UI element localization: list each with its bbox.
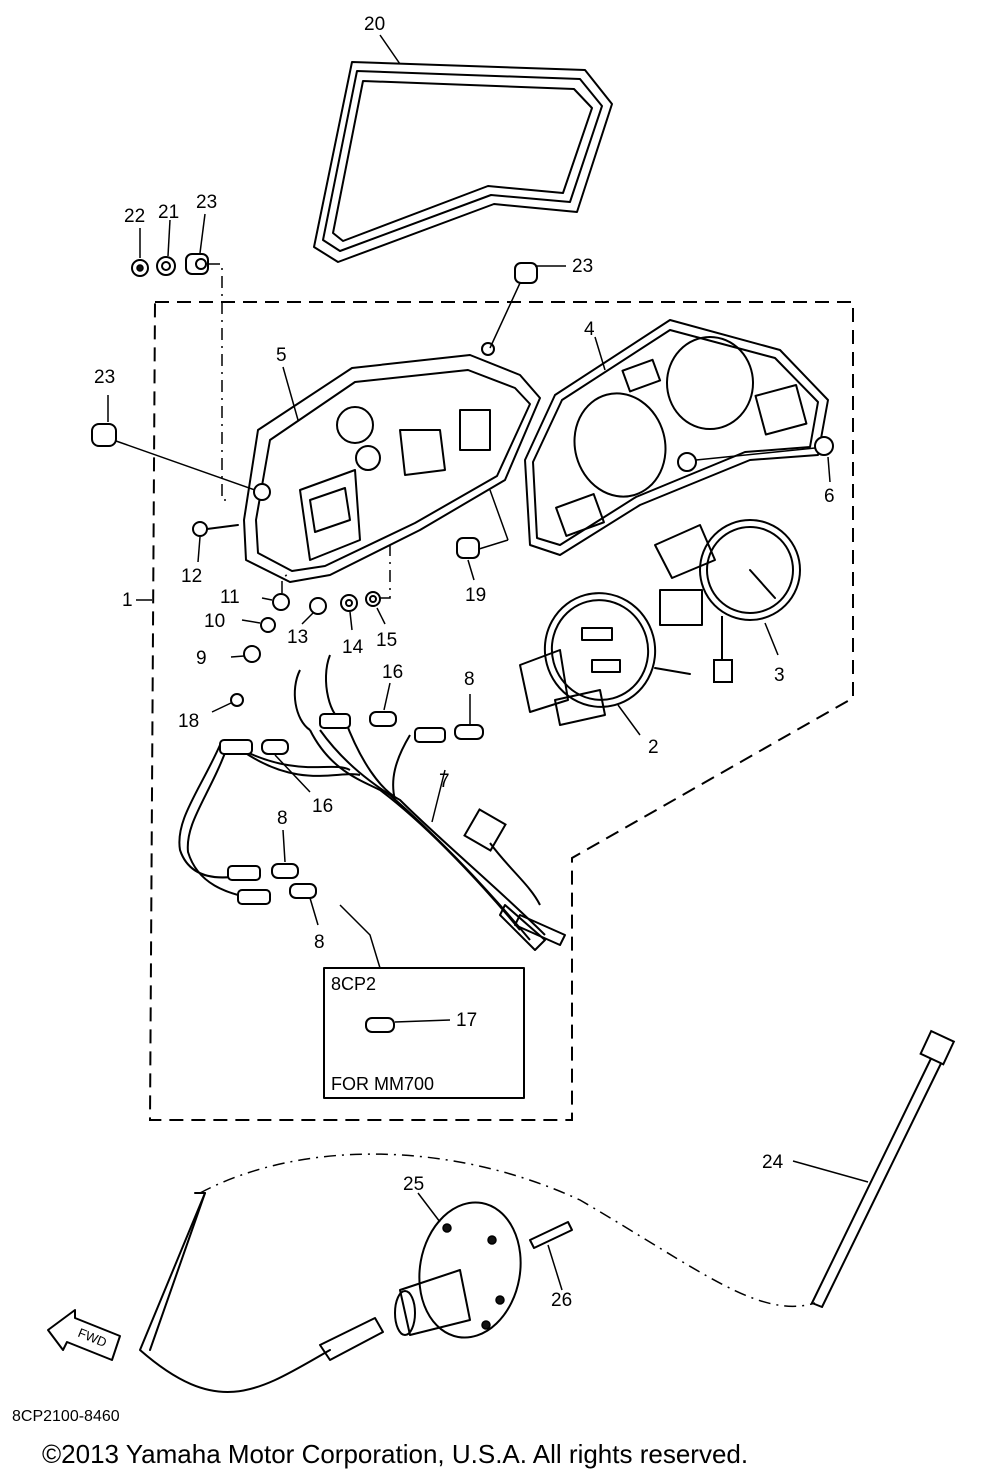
tachometer-part [654,519,801,683]
fastener-group [192,489,509,713]
speedometer-part [519,592,691,736]
meter-assembly-boundary [148,301,854,1121]
callout-label: 5 [276,345,287,366]
copyright-notice: ©2013 Yamaha Motor Corporation, U.S.A. A… [42,1439,748,1469]
callout-label: 2 [648,737,659,758]
callout-label: 10 [204,611,225,632]
callout-label: 26 [551,1290,572,1311]
callout-label: 19 [465,585,486,606]
callout-label: 24 [762,1152,784,1173]
callout-label: 14 [342,637,364,658]
speedometer-cable-part [139,1029,956,1393]
callout-label: 23 [196,192,217,213]
forward-arrow-icon: FWD [47,1309,121,1361]
callout-label: 7 [439,771,450,792]
callout-label: 22 [124,206,145,227]
callout-label: 9 [196,648,207,669]
callout-label: 8 [464,669,475,690]
callout-label: 8 [314,932,325,953]
callout-label: 11 [220,587,240,608]
knob-part [677,436,834,483]
callout-label: 12 [181,566,202,587]
callout-label: 23 [94,367,115,388]
drawing-code: 8CP2100-8460 [12,1408,120,1425]
pin-part [529,1221,573,1291]
wire-harness-part [178,654,566,951]
callout-label: 3 [774,665,785,686]
callout-label: 21 [158,202,179,223]
gasket-ring-part [313,34,613,263]
variant-box: 8CP2 FOR MM700 [323,904,525,1099]
callout-label: 15 [376,630,397,651]
variant-model-code: 8CP2 [331,974,376,994]
variant-note: FOR MM700 [331,1074,434,1094]
callout-label: 4 [584,319,595,340]
meter-housing-part [524,319,829,556]
callout-label: 16 [382,662,403,683]
callout-label: 16 [312,796,333,817]
bulb-socket-group [219,682,484,926]
callout-labels: 1 2 3 4 5 6 7 8 8 8 9 10 11 12 13 14 15 … [94,14,835,1311]
callout-label: 8 [277,808,288,829]
meter-case-part [243,342,541,583]
callout-label: 13 [287,627,308,648]
drive-gear-part [394,1192,522,1339]
grommet-left-part [91,395,271,501]
callout-label: 6 [824,486,835,507]
callout-label: 18 [178,711,199,732]
callout-label: 1 [122,590,133,611]
callout-label: 23 [572,256,593,277]
grommet-top-part [489,262,566,349]
callout-label: 17 [456,1010,477,1031]
callout-label: 20 [364,14,385,35]
grommet-group-top-left [131,213,232,501]
callout-label: 25 [403,1174,424,1195]
